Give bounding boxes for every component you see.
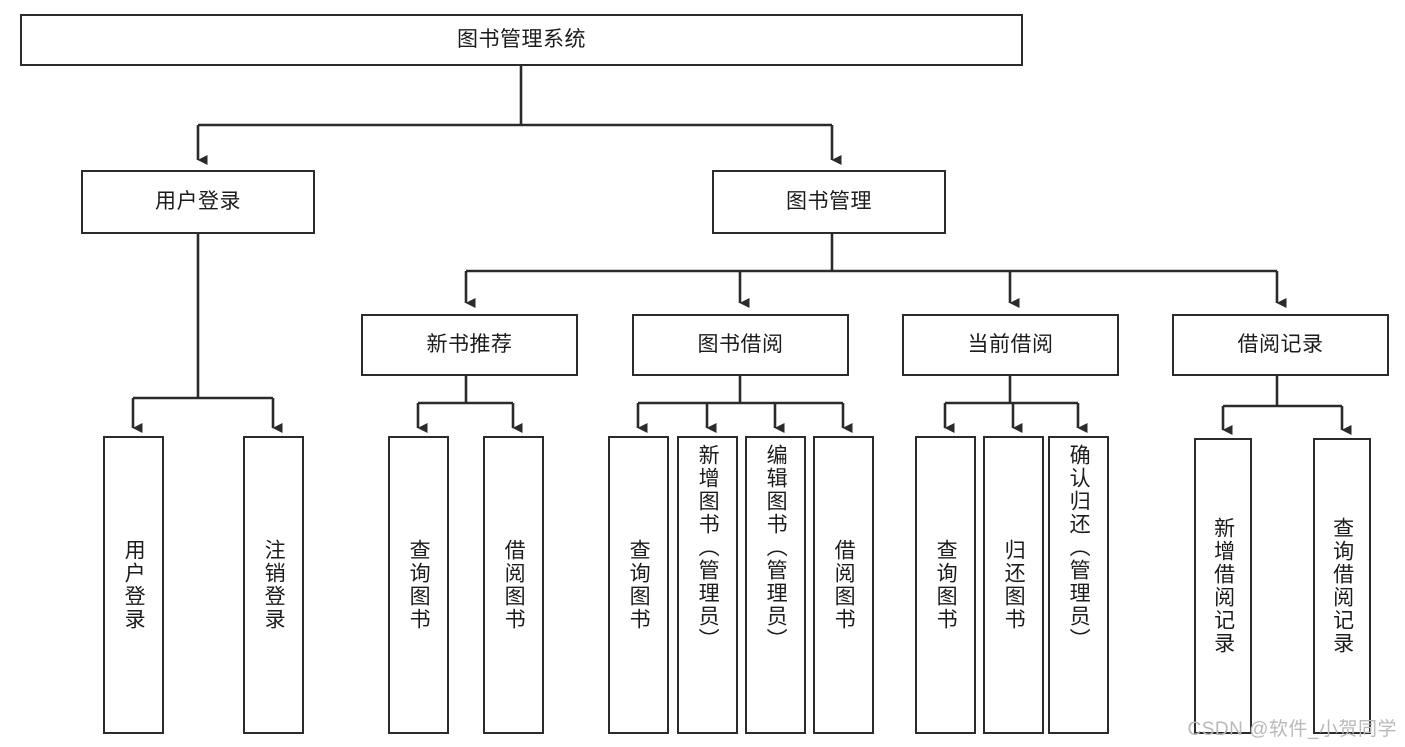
node-new-book-recommend-label: 新书推荐 [426, 332, 513, 356]
node-root-label: 图书管理系统 [457, 27, 586, 51]
node-user-login[interactable]: 用户登录 [81, 170, 315, 234]
node-leaf-add-record[interactable]: 新增借阅记录 [1194, 438, 1252, 734]
node-leaf-query-record-label: 查询借阅记录 [1330, 517, 1354, 655]
node-current-borrow-label: 当前借阅 [967, 332, 1054, 356]
node-current-borrow[interactable]: 当前借阅 [902, 314, 1119, 376]
node-leaf-add-book[interactable]: 新增图书（管理员） [677, 436, 738, 734]
node-leaf-query-book-3[interactable]: 查询图书 [915, 436, 976, 734]
node-leaf-borrow-book-2-label: 借阅图书 [832, 539, 856, 631]
node-book-management-label: 图书管理 [786, 189, 872, 213]
node-leaf-user-login[interactable]: 用户登录 [103, 436, 164, 734]
node-leaf-borrow-book-1-label: 借阅图书 [502, 539, 526, 631]
node-leaf-borrow-book-1[interactable]: 借阅图书 [483, 436, 544, 734]
node-leaf-user-login-label: 用户登录 [122, 539, 146, 631]
node-user-login-label: 用户登录 [155, 189, 241, 213]
node-leaf-query-book-2-label: 查询图书 [627, 539, 651, 631]
node-leaf-add-book-label: 新增图书（管理员） [696, 444, 720, 651]
node-leaf-confirm-return-label: 确认归还（管理员） [1067, 444, 1091, 651]
node-leaf-confirm-return[interactable]: 确认归还（管理员） [1048, 436, 1109, 734]
node-leaf-return-book[interactable]: 归还图书 [983, 436, 1044, 734]
node-root[interactable]: 图书管理系统 [20, 14, 1023, 66]
node-book-borrow[interactable]: 图书借阅 [632, 314, 849, 376]
node-borrow-record[interactable]: 借阅记录 [1172, 314, 1389, 376]
node-leaf-query-book-1-label: 查询图书 [407, 539, 431, 631]
node-leaf-edit-book-label: 编辑图书（管理员） [764, 444, 788, 651]
node-leaf-add-record-label: 新增借阅记录 [1211, 517, 1235, 655]
node-leaf-query-book-3-label: 查询图书 [934, 539, 958, 631]
node-leaf-edit-book[interactable]: 编辑图书（管理员） [745, 436, 806, 734]
node-leaf-logout-login[interactable]: 注销登录 [243, 436, 304, 734]
node-new-book-recommend[interactable]: 新书推荐 [361, 314, 578, 376]
node-book-borrow-label: 图书借阅 [697, 332, 784, 356]
node-leaf-return-book-label: 归还图书 [1002, 539, 1026, 631]
node-borrow-record-label: 借阅记录 [1237, 332, 1324, 356]
node-leaf-query-record[interactable]: 查询借阅记录 [1313, 438, 1371, 734]
node-leaf-query-book-2[interactable]: 查询图书 [608, 436, 669, 734]
node-book-management[interactable]: 图书管理 [712, 170, 946, 234]
node-leaf-query-book-1[interactable]: 查询图书 [388, 436, 449, 734]
node-leaf-logout-login-label: 注销登录 [262, 539, 286, 631]
node-leaf-borrow-book-2[interactable]: 借阅图书 [813, 436, 874, 734]
